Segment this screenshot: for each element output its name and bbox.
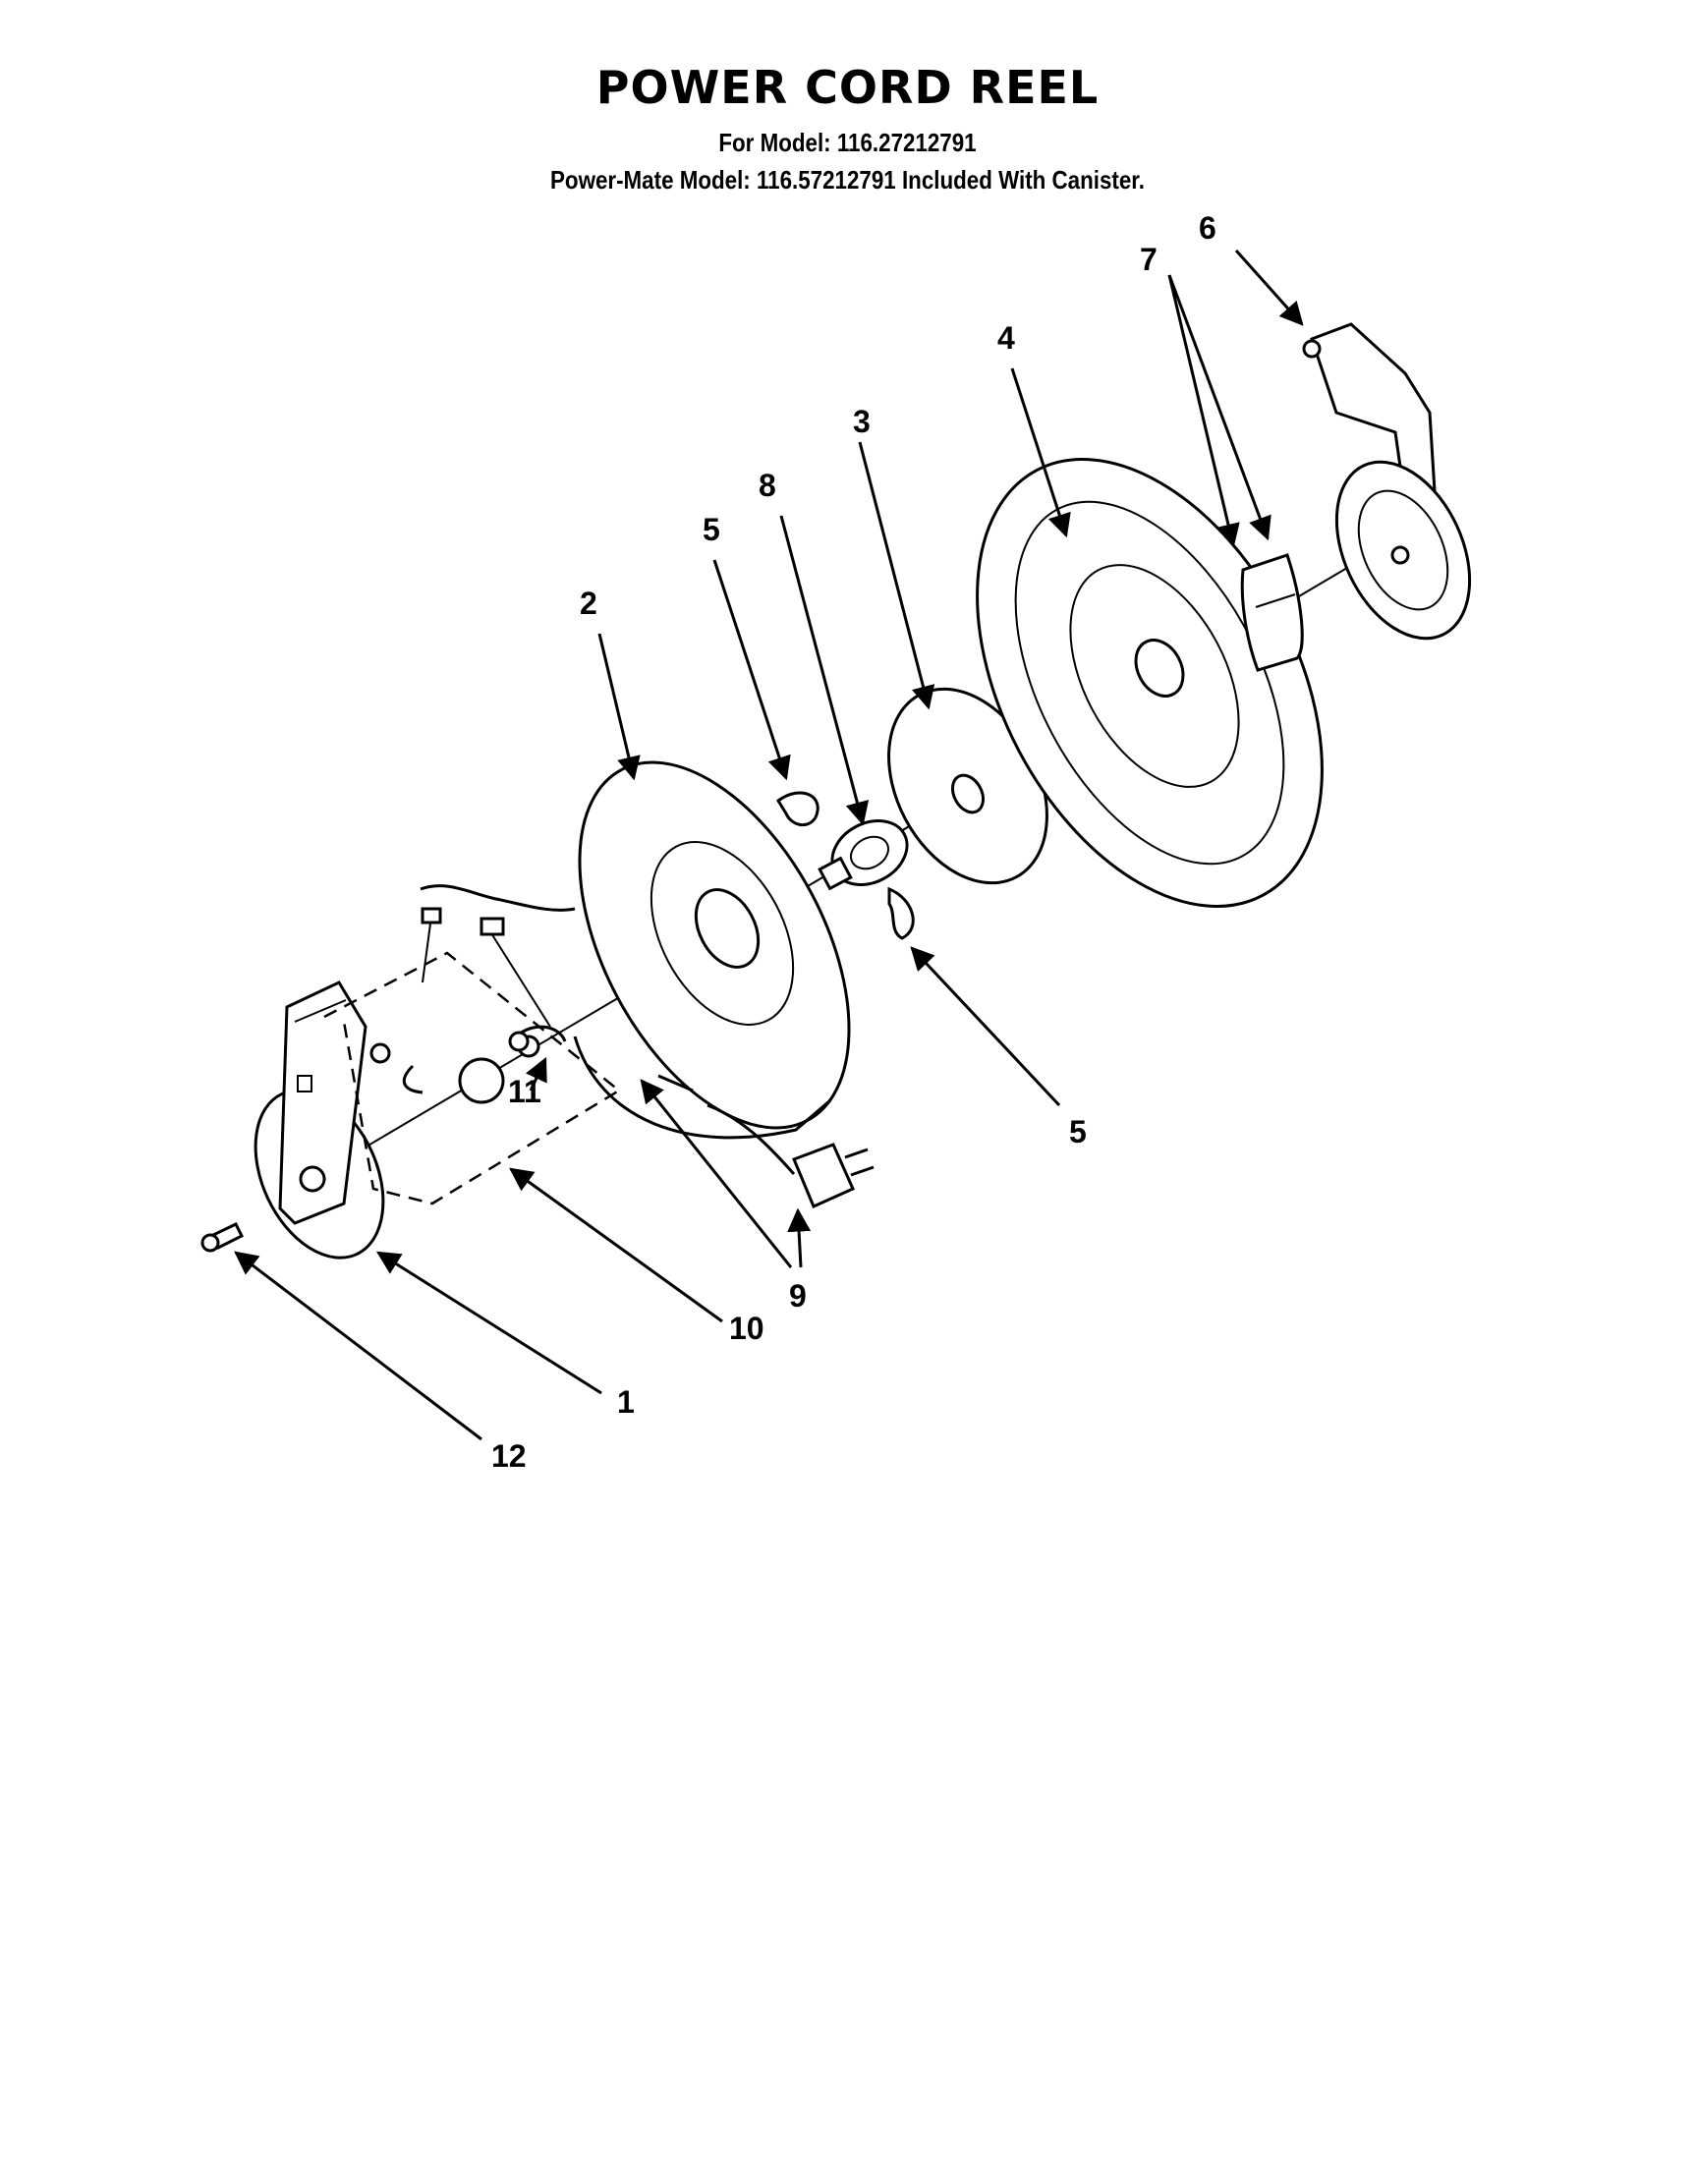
clip-part-5-upper <box>775 791 819 827</box>
callout-label-6: 6 <box>1199 210 1216 246</box>
callout-label-4: 4 <box>997 320 1015 356</box>
spool-plate-part-2 <box>573 760 851 1140</box>
housing-part-1 <box>254 980 385 1260</box>
callout-label-1: 1 <box>617 1384 635 1420</box>
brake-bracket-part-6 <box>1302 322 1472 641</box>
callout-label-3: 3 <box>853 404 871 439</box>
callout-label-12: 12 <box>491 1438 527 1474</box>
gear-part-8 <box>818 819 909 891</box>
callout-leaders <box>234 250 1304 1441</box>
screw-part-11 <box>369 1031 530 1064</box>
callout-label-10: 10 <box>729 1311 764 1346</box>
callout-label-5-lower: 5 <box>1069 1114 1087 1149</box>
callout-label-8: 8 <box>759 468 776 503</box>
callout-label-9: 9 <box>789 1278 807 1314</box>
callout-label-7: 7 <box>1140 242 1158 277</box>
page-title: POWER CORD REEL <box>595 61 1100 114</box>
callout-label-11: 11 <box>508 1074 541 1109</box>
power-cord-part-9 <box>657 1074 875 1209</box>
model-line: For Model: 116.27212791 <box>718 128 977 157</box>
electrical-assembly-part-10 <box>323 884 622 1205</box>
clip-part-5-lower <box>887 886 915 940</box>
brake-shoe-part-7 <box>1240 553 1304 672</box>
callout-label-5-upper: 5 <box>703 512 720 547</box>
screw-part-12 <box>200 1222 245 1253</box>
powermate-line: Power-Mate Model: 116.57212791 Included … <box>550 165 1145 195</box>
callout-label-2: 2 <box>580 586 597 621</box>
